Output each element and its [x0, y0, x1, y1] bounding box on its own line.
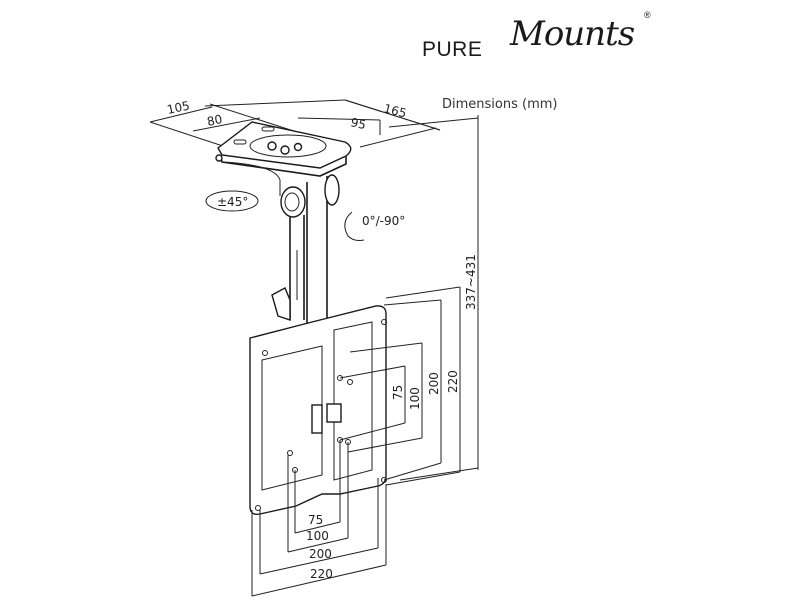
registered-mark: ® — [644, 10, 651, 20]
dim-165: 165 — [382, 101, 408, 120]
dim-h-200: 200 — [309, 547, 332, 561]
dim-v-200: 200 — [427, 372, 441, 395]
tilt-label: 0°/-90° — [362, 214, 405, 228]
dim-h-220: 220 — [310, 567, 333, 581]
vesa-plate — [249, 305, 387, 516]
dim-h-100: 100 — [306, 529, 329, 543]
mount-arm — [223, 161, 340, 330]
dim-v-75: 75 — [391, 385, 405, 400]
vertical-dimensions: 75 100 200 220 337~431 — [339, 115, 479, 486]
dim-v-220: 220 — [446, 370, 460, 393]
ceiling-plate-dimensions: 105 80 165 95 — [149, 98, 441, 151]
horizontal-dimensions: 75 100 200 220 — [251, 440, 387, 597]
dim-95: 95 — [349, 115, 367, 132]
brand-logo: PURE Mounts ® — [418, 10, 658, 70]
dim-h-75: 75 — [308, 513, 323, 527]
dim-height-range: 337~431 — [464, 254, 478, 310]
dim-v-100: 100 — [408, 387, 422, 410]
ceiling-plate — [215, 121, 352, 177]
dim-80: 80 — [206, 112, 224, 129]
swivel-indicator: ±45° — [205, 190, 259, 212]
tilt-indicator: 0°/-90° — [344, 211, 405, 241]
swivel-label: ±45° — [217, 195, 248, 209]
dim-105: 105 — [166, 98, 191, 116]
logo-mounts-script: Mounts — [510, 14, 635, 54]
logo-pure-text: PURE — [422, 38, 483, 61]
dimensions-title: Dimensions (mm) — [442, 97, 558, 112]
